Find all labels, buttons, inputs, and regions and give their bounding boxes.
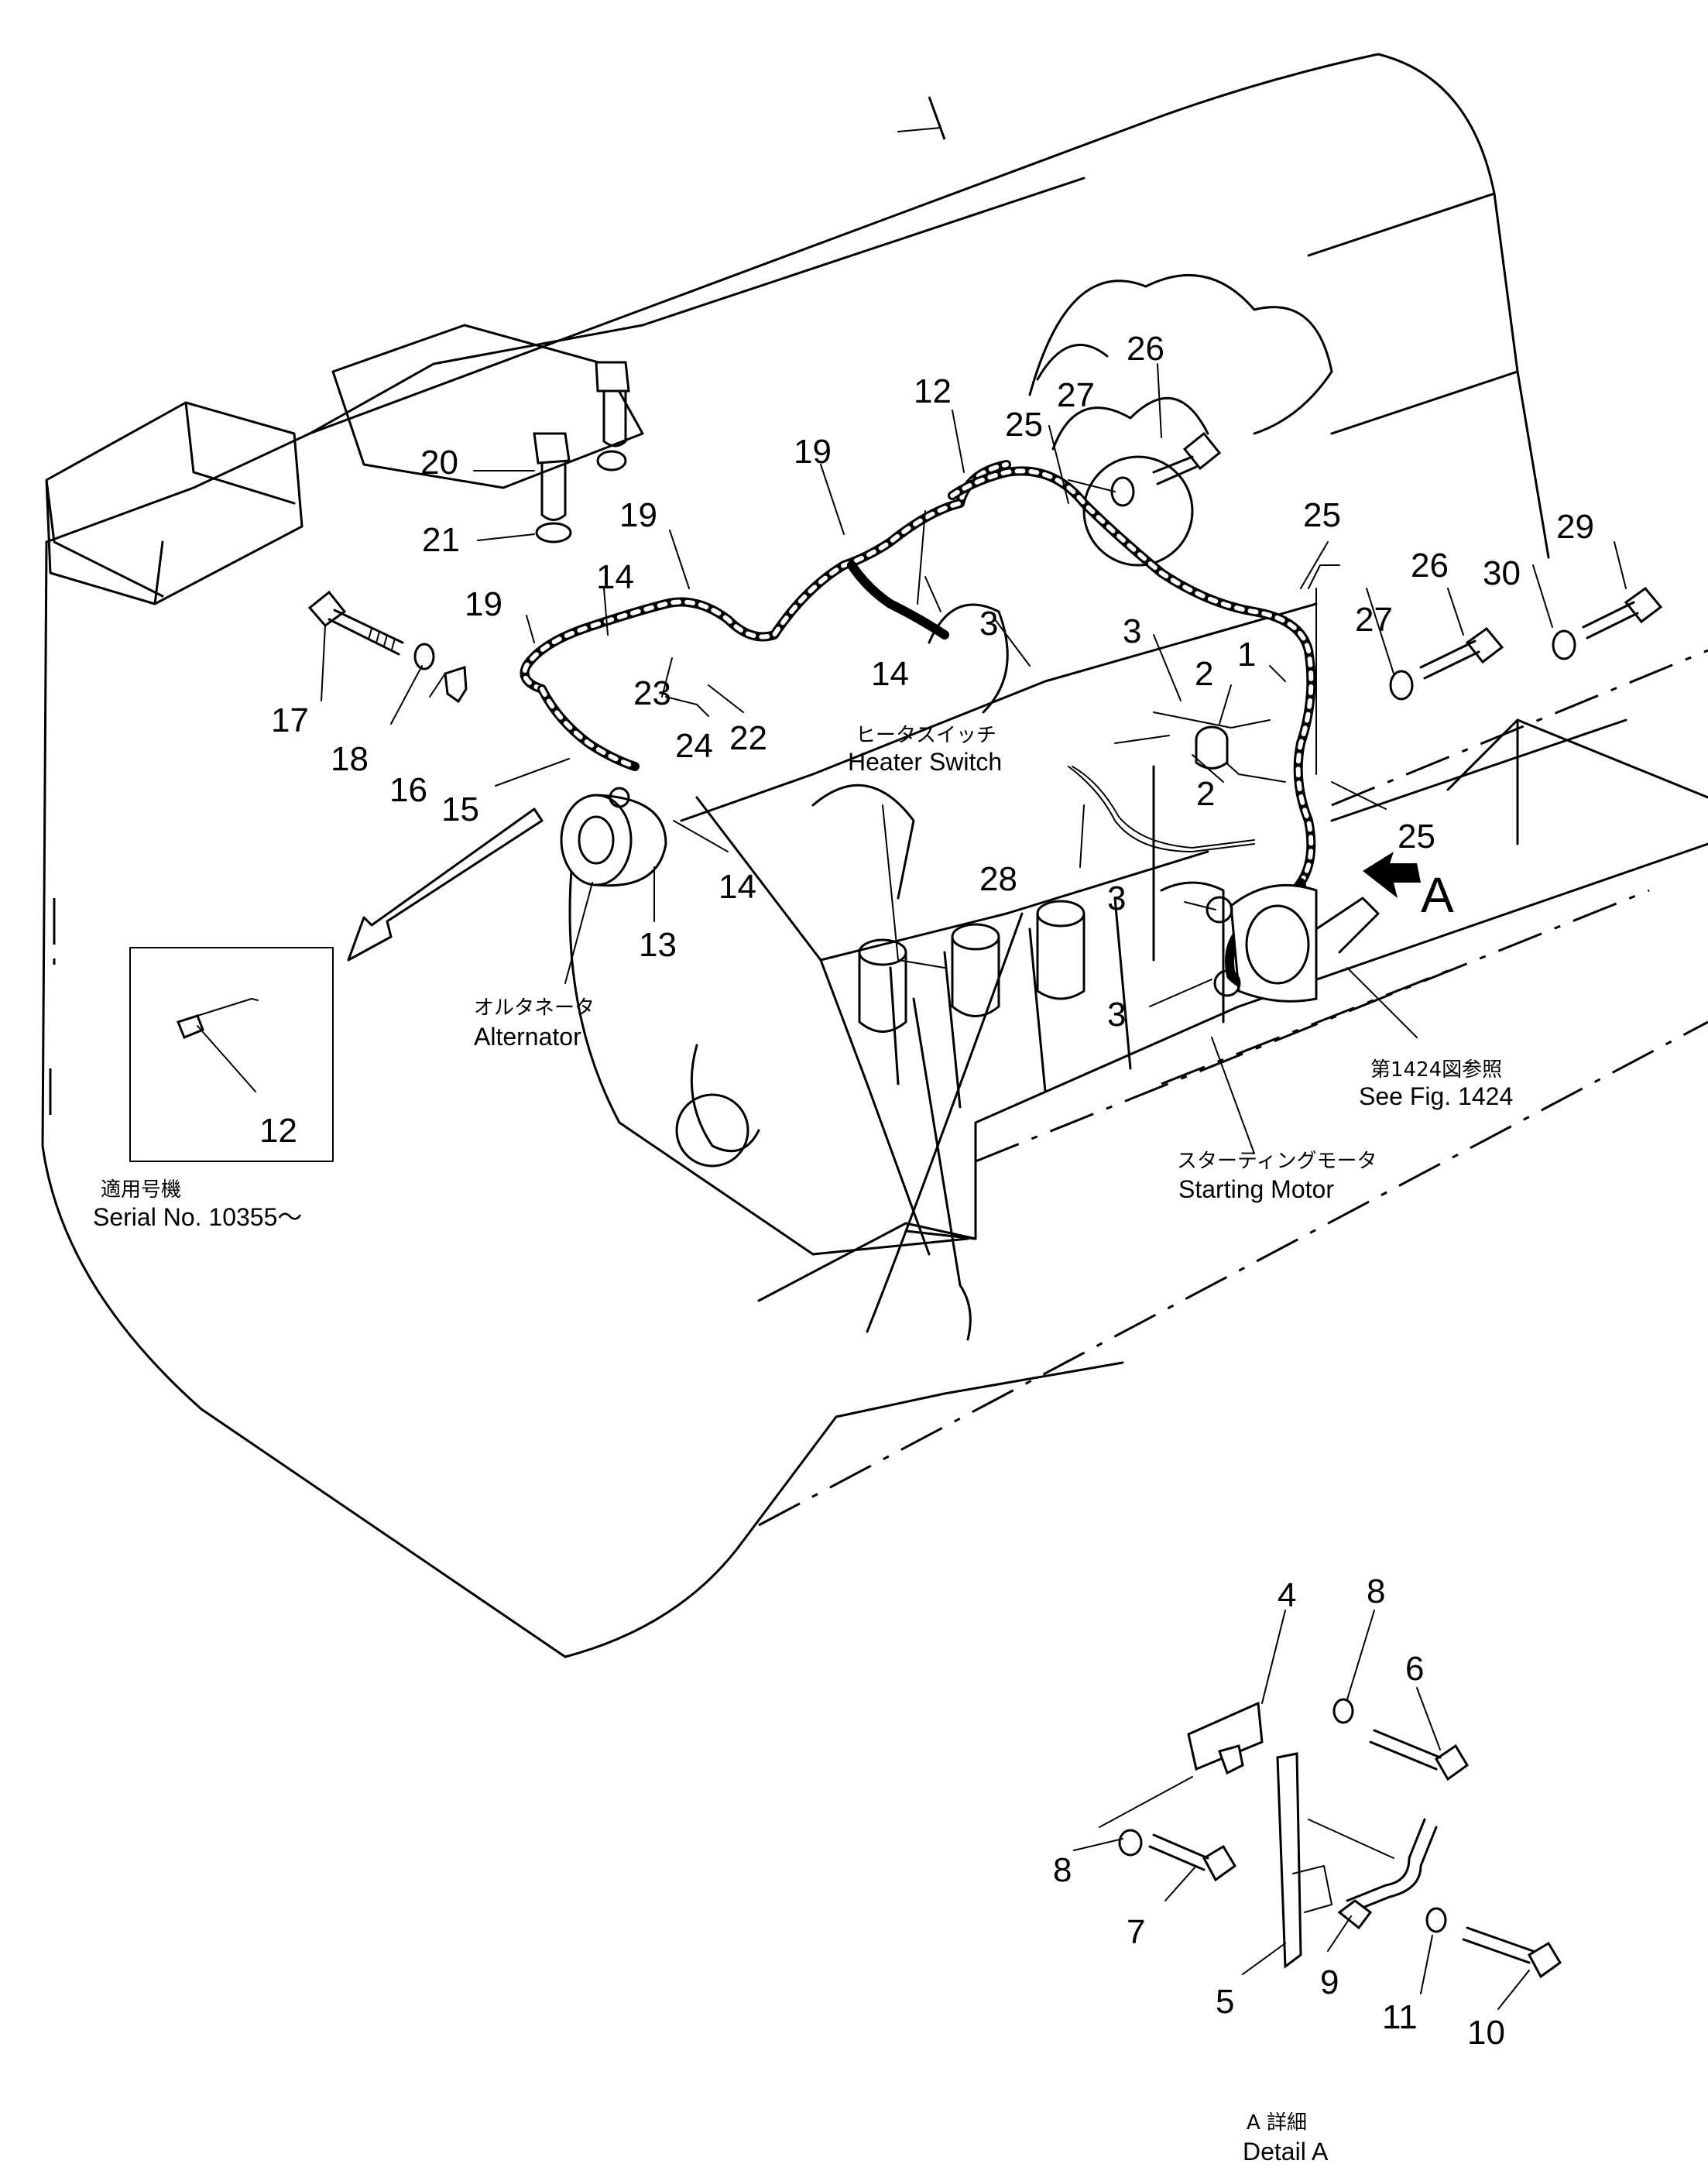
callout-2: 2 (1195, 655, 1213, 693)
callout-2: 2 (1196, 775, 1215, 813)
callout-27: 27 (1355, 601, 1393, 639)
callout-28: 28 (979, 860, 1017, 898)
callout-19: 19 (794, 433, 832, 471)
callout-27: 27 (1057, 376, 1095, 414)
callout-17: 17 (271, 701, 309, 739)
callout-9: 9 (1320, 1963, 1339, 2001)
callout-25: 25 (1398, 818, 1435, 856)
callout-20: 20 (420, 444, 458, 482)
hardware-bolts (307, 361, 1663, 704)
detail-a-label: Detail A (1243, 2138, 1329, 2165)
callout-22: 22 (729, 719, 767, 757)
callout-13: 13 (639, 926, 677, 964)
callout-23: 23 (633, 674, 671, 712)
machine-body-outline (41, 53, 1708, 1658)
callout-4: 4 (1278, 1576, 1296, 1614)
view-arrow-label: A (1421, 867, 1454, 923)
callout-26: 26 (1127, 330, 1164, 368)
callout-3: 3 (979, 605, 998, 643)
callout-21: 21 (422, 521, 460, 559)
alternator-label-jp: オルタネータ (474, 996, 595, 1020)
callout-8: 8 (1367, 1572, 1385, 1610)
callout-19: 19 (619, 496, 657, 534)
serial-label-jp: 適用号機 (101, 1178, 181, 1202)
starting-motor-label-jp: スターティングモータ (1177, 1150, 1377, 1173)
callout-10: 10 (1467, 2014, 1505, 2052)
see-fig-label: See Fig. 1424 (1359, 1082, 1513, 1110)
callout-24: 24 (675, 727, 713, 765)
callout-3: 3 (1123, 612, 1141, 650)
callout-14: 14 (596, 558, 634, 596)
callout-18: 18 (331, 740, 369, 778)
detail-a-parts (1099, 1698, 1562, 1979)
see-fig-label-jp: 第1424図参照 (1370, 1058, 1502, 1082)
alternator (560, 787, 667, 887)
serial-label: Serial No. 10355～ (93, 1203, 302, 1231)
callout-numbers: 1 2 2 3 3 3 3 4 5 6 7 8 8 9 10 11 12 12 … (259, 330, 1594, 2052)
callout-3: 3 (1107, 880, 1126, 917)
callout-12: 12 (914, 372, 952, 410)
alternator-label: Alternator (474, 1023, 581, 1051)
wiring-harness (520, 460, 1340, 992)
callout-11: 11 (1382, 1998, 1418, 2036)
starting-motor-part (1206, 883, 1380, 1003)
view-arrow-a (1363, 852, 1421, 898)
callout-25: 25 (1303, 496, 1341, 534)
callout-26: 26 (1411, 547, 1449, 585)
callout-19: 19 (465, 585, 502, 623)
serial-inset-arrow (347, 808, 544, 962)
engine-block (568, 274, 1333, 1341)
detail-a-label-jp: A 詳細 (1247, 2111, 1307, 2135)
callout-7: 7 (1127, 1913, 1145, 1951)
callout-14: 14 (871, 655, 909, 693)
callout-29: 29 (1556, 508, 1594, 546)
starting-motor-label: Starting Motor (1178, 1175, 1334, 1203)
callout-5: 5 (1216, 1983, 1234, 2021)
callout-15: 15 (441, 790, 479, 828)
callout-12: 12 (259, 1112, 297, 1150)
leader-lines (321, 363, 1627, 2010)
callout-8: 8 (1053, 1851, 1072, 1889)
heater-switch-part (1195, 725, 1229, 770)
callout-25: 25 (1005, 406, 1043, 444)
callout-1: 1 (1237, 636, 1256, 674)
callout-30: 30 (1483, 554, 1521, 592)
serial-inset-box (129, 947, 334, 1162)
callout-14: 14 (719, 868, 756, 906)
heater-switch-label: Heater Switch (848, 748, 1002, 776)
text-labels: ヒータスイッチ Heater Switch オルタネータ Alternator … (93, 724, 1513, 2165)
callout-3: 3 (1107, 996, 1126, 1034)
heater-switch-label-jp: ヒータスイッチ (856, 724, 996, 747)
callout-6: 6 (1405, 1650, 1424, 1688)
callout-16: 16 (389, 771, 427, 809)
